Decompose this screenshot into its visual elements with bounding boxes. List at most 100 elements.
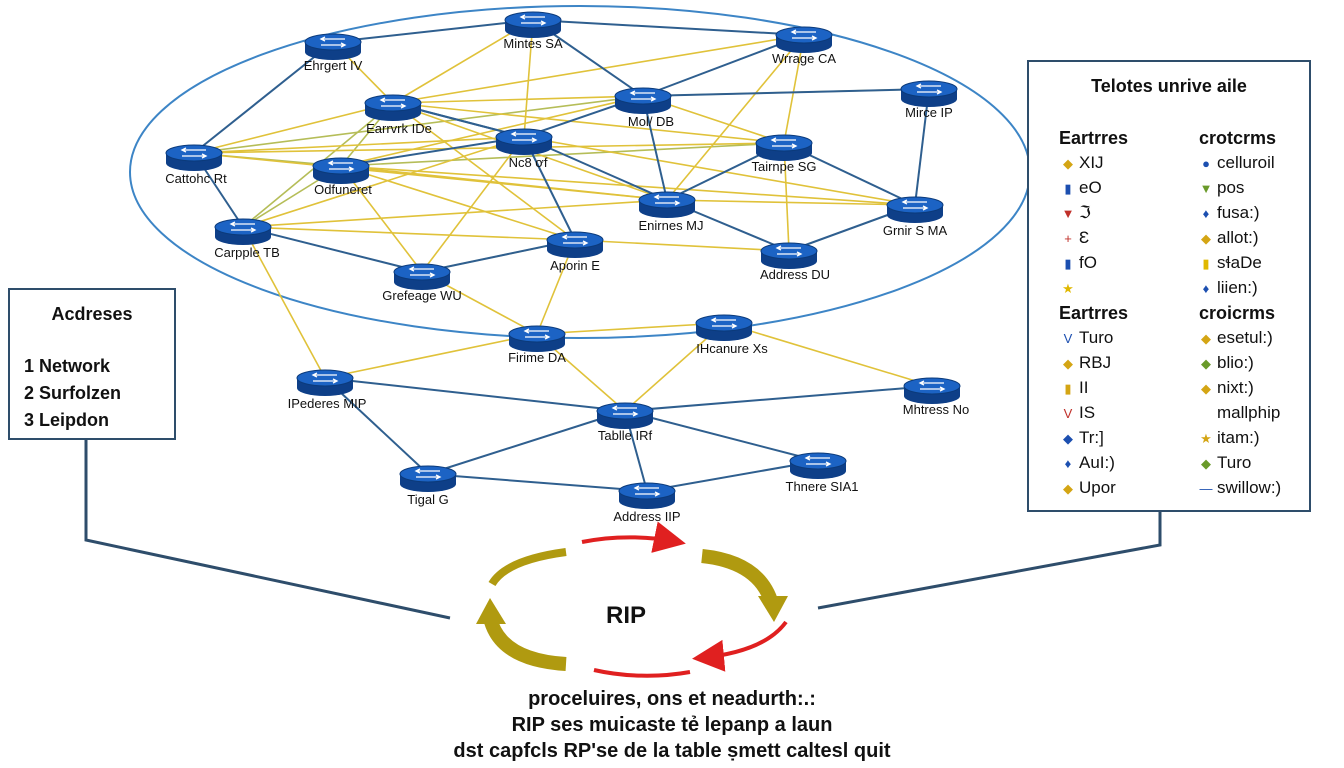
diamond-icon: ◆ — [1201, 356, 1211, 371]
router-node-label: Nc8 ơf — [509, 155, 548, 170]
router-node — [596, 402, 654, 429]
network-link — [624, 410, 819, 462]
router-node-label: Mhtress No — [903, 402, 969, 417]
addresses-item: 3 Leipdon — [24, 410, 109, 430]
router-node — [695, 314, 753, 341]
network-link — [242, 226, 326, 379]
router-node — [618, 482, 676, 509]
router-node — [304, 33, 362, 60]
network-link — [421, 136, 525, 273]
router-node — [495, 128, 553, 155]
network-link — [574, 239, 790, 252]
legend-entry: —swillow:) — [1195, 478, 1282, 498]
network-link — [427, 410, 626, 475]
legend-entry: ▮fO — [1057, 253, 1097, 273]
legend-section2-col2-header: croicrms — [1199, 303, 1276, 323]
router-node-label: IHcanure Xs — [696, 341, 768, 356]
rip-cycle-label: RIP — [606, 602, 647, 629]
network-link — [536, 322, 725, 335]
diamond-icon: ◆ — [1201, 381, 1211, 396]
legend-entry: ◆nixt:) — [1195, 378, 1254, 398]
network-link — [532, 19, 805, 36]
legend-entry: mallphip — [1217, 403, 1281, 422]
caption-line: dst capfcls RP'se de la table ṣmett calt… — [453, 740, 891, 762]
network-boundary-ellipse — [129, 5, 1031, 339]
router-node — [508, 325, 566, 352]
legend-entry: ▮sɬaDe — [1195, 253, 1261, 273]
legend-entry: ▮eO — [1057, 178, 1101, 198]
router-node-label: Earrvrk IDe — [366, 121, 432, 136]
network-link — [723, 322, 933, 387]
legend-section1-col1-header: Eartrres — [1059, 128, 1129, 148]
legend-entry: ◆XIJ — [1057, 153, 1104, 173]
cycle-arrow-bottom — [593, 668, 691, 678]
network-link — [340, 165, 668, 201]
router-node-label: Grnir S MA — [883, 223, 948, 238]
chevron-icon: V — [1063, 406, 1073, 421]
router-node — [504, 11, 562, 38]
legend-entry: ◆Turo — [1195, 453, 1251, 473]
network-link — [392, 95, 644, 104]
star-icon: ★ — [1200, 431, 1212, 446]
router-node — [760, 242, 818, 269]
bar-icon: ▮ — [1064, 181, 1072, 196]
legend-entry: ♦liien:) — [1195, 278, 1258, 298]
legend-entry: +Ɛ — [1057, 228, 1089, 248]
plus-icon: + — [1064, 231, 1072, 246]
network-link — [427, 473, 648, 492]
chevron-icon: V — [1063, 331, 1073, 346]
router-node-label: Thnere SIA1 — [786, 479, 859, 494]
cycle-arrow-left — [483, 615, 567, 671]
router-node — [296, 369, 354, 396]
diamond-icon: ◆ — [1063, 431, 1073, 446]
router-node — [546, 231, 604, 258]
router-node-label: Cattohc Rt — [165, 171, 227, 186]
bar-icon: ▮ — [1202, 256, 1210, 271]
bar-icon: ▮ — [1064, 381, 1072, 396]
network-link — [242, 226, 576, 241]
legend-panel-title: Telotes unrive aile — [1091, 76, 1247, 96]
diamond-icon: ◆ — [1063, 356, 1073, 371]
panel-connectors — [84, 440, 1162, 620]
cycle-arrowhead-right — [758, 596, 788, 622]
router-node — [903, 377, 961, 404]
network-link — [392, 102, 576, 241]
legend-section2-col1-header: Eartrres — [1059, 303, 1129, 323]
network-link — [340, 165, 916, 206]
legend-panel: Telotes unrive aile Eartrres crotcrms ◆X… — [1027, 60, 1311, 512]
network-link — [340, 136, 525, 167]
legend-entry: ◆blio:) — [1195, 353, 1254, 373]
diamond-icon: ♦ — [1064, 456, 1072, 471]
network-link — [242, 199, 668, 228]
cycle-arrow-right — [701, 549, 779, 607]
router-node — [364, 94, 422, 121]
router-node — [393, 263, 451, 290]
legend-section1-col2-header: crotcrms — [1199, 128, 1277, 148]
router-node-label: Aporin E — [550, 258, 600, 273]
network-link — [332, 19, 534, 43]
network-link — [193, 41, 334, 154]
network-link — [392, 34, 805, 104]
router-node-label: Firime DA — [508, 350, 566, 365]
network-link — [666, 34, 805, 201]
legend-entry: ◆esetul:) — [1195, 328, 1273, 348]
cycle-arrow-top-left — [488, 548, 567, 587]
network-link — [242, 226, 423, 273]
dot-icon: ● — [1202, 156, 1210, 171]
router-node-label: IPederes MIP — [288, 396, 367, 411]
diamond-icon: ♦ — [1202, 206, 1210, 221]
addresses-panel: Acdreses 1 Network 2 Surfolzen 3 Leipdon — [8, 288, 176, 440]
dash-icon: — — [1199, 481, 1213, 496]
caption-line: proceluires, ons et neadurth:.: — [528, 688, 816, 710]
router-node-label: Ehrgert IV — [304, 58, 363, 73]
router-node — [886, 196, 944, 223]
legend-entry: ★ — [1057, 278, 1079, 298]
star-icon: ★ — [1062, 281, 1074, 296]
network-link — [324, 377, 626, 412]
router-node — [638, 191, 696, 218]
cycle-arrowhead-left — [476, 598, 506, 624]
router-node — [789, 452, 847, 479]
